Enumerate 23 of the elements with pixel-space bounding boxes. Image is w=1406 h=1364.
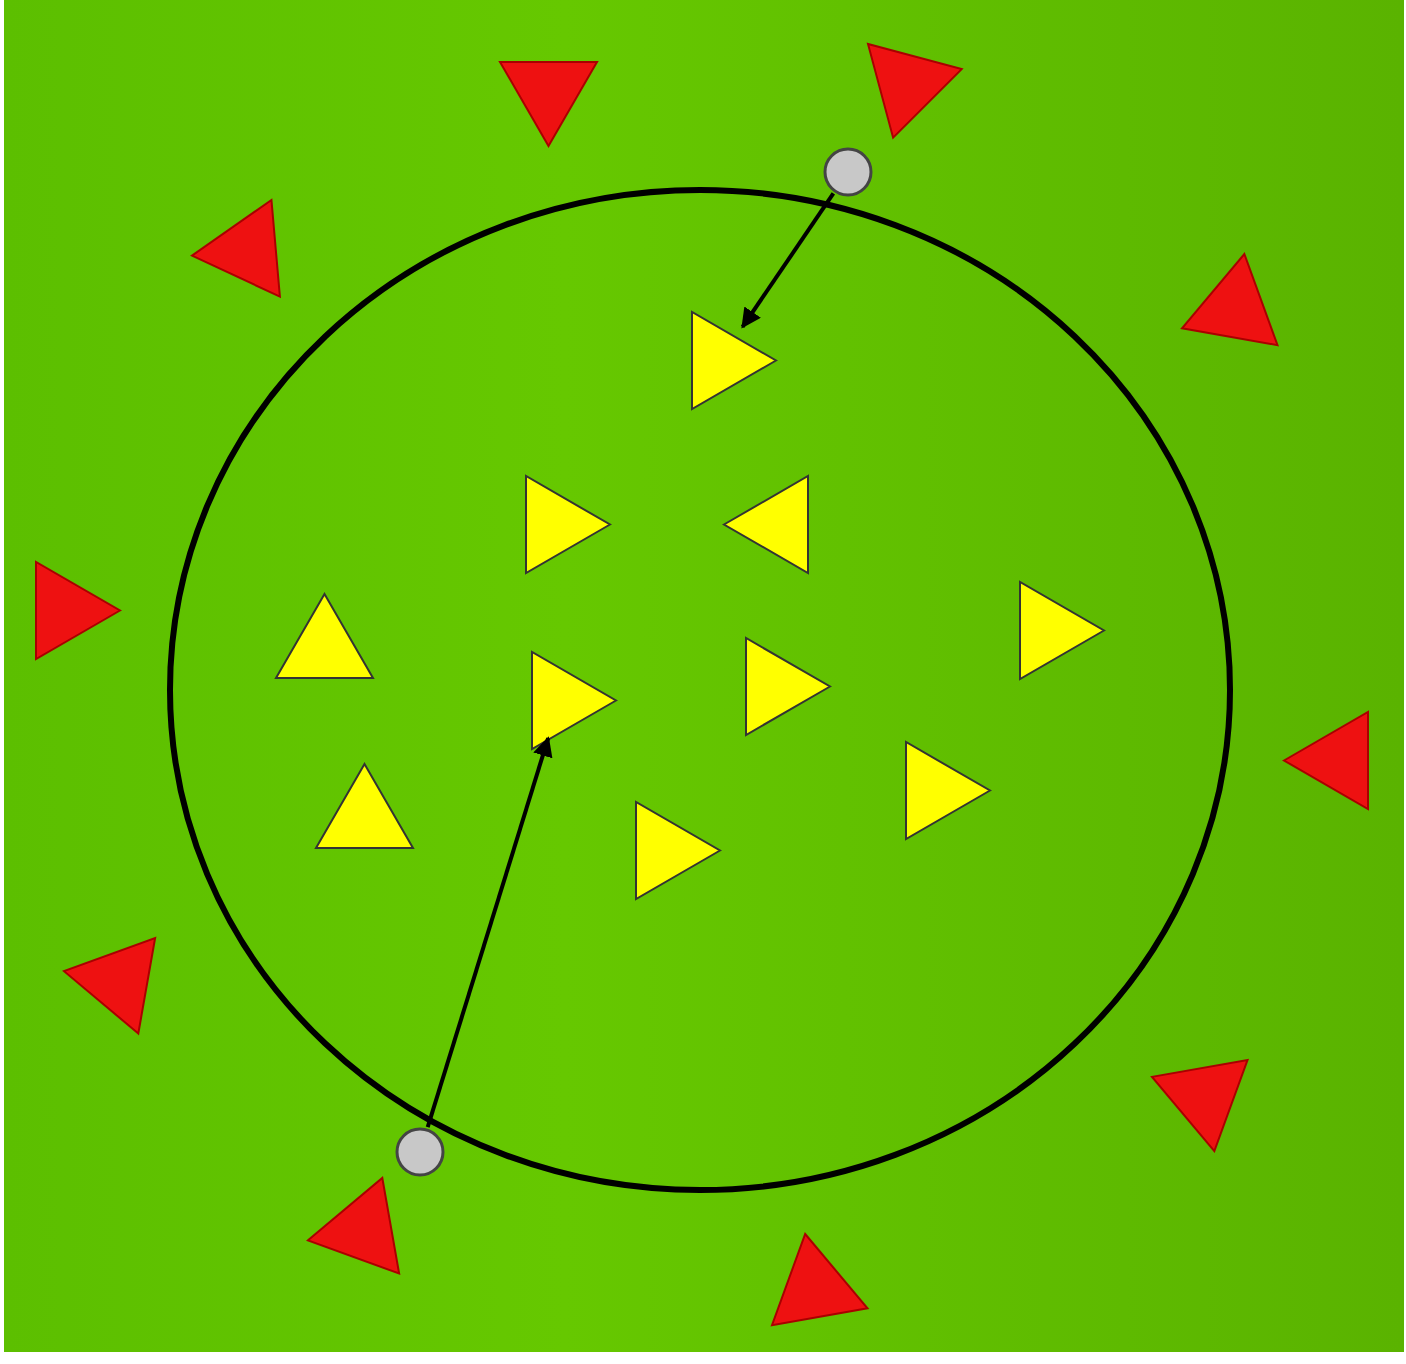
- player-triangle: [690, 309, 778, 411]
- defender-triangle: [62, 935, 158, 1035]
- player-triangle: [1018, 579, 1106, 681]
- player-triangle: [904, 739, 992, 841]
- pass-arrow: [740, 192, 836, 329]
- ball: [822, 146, 874, 198]
- defender-triangle: [866, 42, 965, 141]
- player-triangle: [313, 762, 415, 850]
- defender-triangle: [1149, 1058, 1249, 1154]
- player-triangle: [744, 635, 832, 737]
- player-triangle: [524, 473, 612, 575]
- defender-triangle: [497, 60, 599, 148]
- defender-triangle: [769, 1232, 869, 1328]
- player-triangle: [722, 473, 810, 575]
- defender-triangle: [34, 559, 122, 661]
- defender-triangle: [1179, 252, 1279, 348]
- defender-triangle: [306, 1175, 402, 1275]
- player-triangle: [530, 649, 618, 751]
- defender-triangle: [1282, 709, 1370, 811]
- ball: [394, 1126, 446, 1178]
- defender-triangle: [190, 197, 283, 298]
- player-triangle: [634, 799, 722, 901]
- player-triangle: [273, 592, 375, 680]
